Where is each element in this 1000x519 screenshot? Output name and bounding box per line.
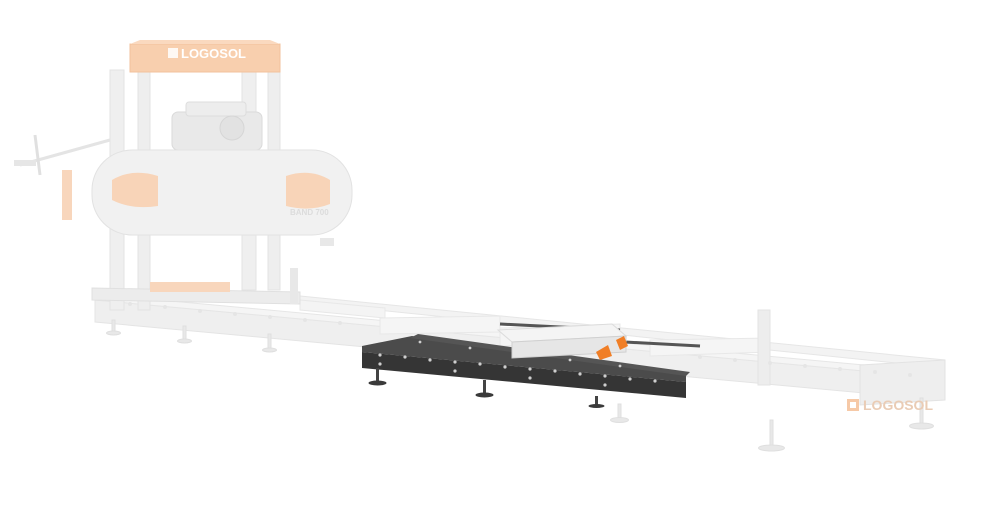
log-clamp-accent [596, 336, 628, 360]
logosol-mark-icon [847, 399, 859, 411]
logosol-top-mark-icon [168, 48, 178, 58]
highlighted-extension-rail [362, 322, 701, 408]
wheel-model-text: BAND 700 [290, 208, 329, 217]
faded-sawhead: LOGOSOL BAND 700 [14, 40, 353, 311]
rail-logo-text: LOGOSOL [863, 397, 933, 413]
top-logo-text: LOGOSOL [181, 46, 246, 61]
